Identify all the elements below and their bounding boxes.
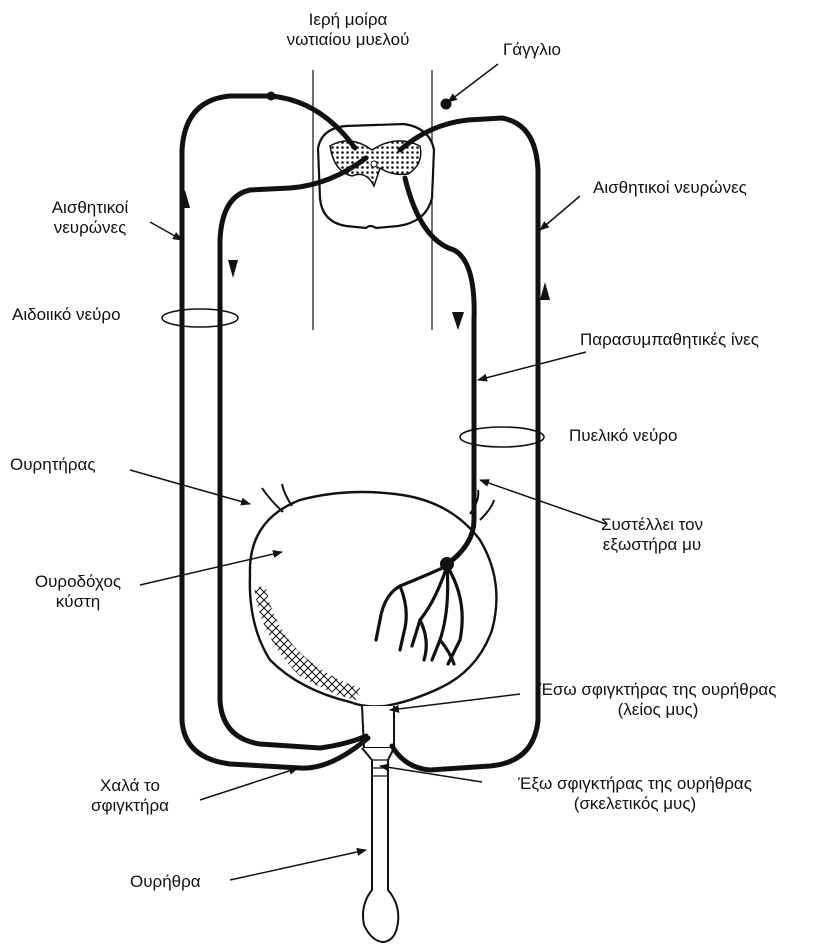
pudendal-ring <box>162 309 238 327</box>
label-ganglion: Γάγγλιο <box>503 40 561 60</box>
label-external-sphincter: Έξω σφιγκτήρας της ουρήθρας (σκελετικός … <box>475 774 795 814</box>
label-relaxes-line1: Χαλά το <box>70 776 190 796</box>
label-sensory-left-line1: Αισθητικοί <box>30 198 150 218</box>
label-internal-sphincter: Έσω σφιγκτήρας της ουρήθρας (λείος μυς) <box>508 680 808 720</box>
label-pudendal-nerve: Αιδοιικό νεύρο <box>12 305 121 325</box>
label-sensory-left-line2: νευρώνες <box>30 218 150 238</box>
label-contracts-line2: εξωστήρα μυ <box>582 535 722 555</box>
label-bladder-line1: Ουροδόχος <box>18 572 138 592</box>
label-pelvic-nerve: Πυελικό νεύρο <box>569 426 677 446</box>
label-urethra: Ουρήθρα <box>130 872 201 892</box>
label-internal-sphincter-line1: Έσω σφιγκτήρας της ουρήθρας <box>508 680 808 700</box>
label-sensory-right: Αισθητικοί νευρώνες <box>593 178 747 198</box>
label-sensory-left: Αισθητικοί νευρώνες <box>30 198 150 238</box>
label-parasympathetic: Παρασυμπαθητικές ίνες <box>580 330 759 350</box>
label-relaxes-sphincter: Χαλά το σφιγκτήρα <box>70 776 190 816</box>
label-bladder: Ουροδόχος κύστη <box>18 572 138 612</box>
label-sacral-cord: Ιερή μοίρα νωτιαίου μυελού <box>258 10 438 50</box>
label-bladder-line2: κύστη <box>18 592 138 612</box>
label-internal-sphincter-line2: (λείος μυς) <box>508 700 808 720</box>
label-ureter: Ουρητήρας <box>10 455 96 475</box>
label-contracts-line1: Συστέλλει τον <box>582 515 722 535</box>
label-contracts-detrusor: Συστέλλει τον εξωστήρα μυ <box>582 515 722 555</box>
label-sacral-cord-line2: νωτιαίου μυελού <box>258 30 438 50</box>
label-external-sphincter-line1: Έξω σφιγκτήρας της ουρήθρας <box>475 774 795 794</box>
label-external-sphincter-line2: (σκελετικός μυς) <box>475 794 795 814</box>
label-relaxes-line2: σφιγκτήρα <box>70 796 190 816</box>
ganglion-left-dot <box>267 92 276 101</box>
label-sacral-cord-line1: Ιερή μοίρα <box>258 10 438 30</box>
